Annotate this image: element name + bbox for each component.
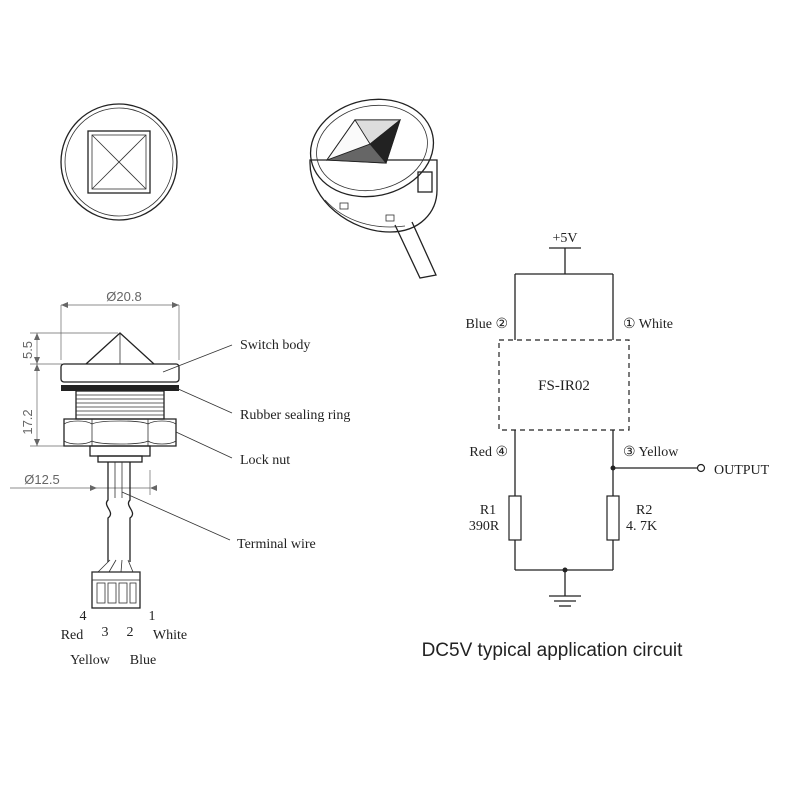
dim-body-height-label: 17.2 [20, 409, 35, 434]
pin1-label: ① White [623, 317, 673, 332]
resistor-r2 [606, 495, 620, 541]
top-view-outer-circle [60, 103, 178, 221]
circuit-caption: DC5V typical application circuit [422, 640, 684, 661]
supply-label: +5V [552, 231, 577, 246]
top-view [60, 103, 178, 221]
r2-name: R2 [636, 503, 652, 518]
pin3-color: Yellow [70, 653, 111, 668]
connector-pins [96, 582, 137, 604]
side-wire-fanout [97, 559, 134, 573]
pin4-color: Red [61, 628, 84, 643]
top-view-lens-inner [91, 134, 147, 190]
side-thread-lines [76, 394, 164, 416]
dim-wire-diameter-label: Ø12.5 [24, 472, 59, 487]
r1-value: 390R [469, 519, 500, 534]
side-lock-nut [63, 418, 177, 447]
iso-lens-face-left [325, 119, 371, 161]
iso-nut-line [324, 199, 406, 228]
pin2-color: Blue [130, 653, 156, 668]
output-label: OUTPUT [714, 463, 770, 478]
iso-tab [417, 171, 433, 193]
side-rubber-ring [61, 385, 179, 391]
pin4-number: 4 [80, 609, 87, 624]
r1-name: R1 [480, 503, 496, 518]
circuit: +5V FS-IR02 Blue ② ① White Red ④ ③ Yello… [422, 231, 770, 661]
output-terminal [696, 463, 706, 473]
iso-body [309, 159, 438, 233]
nut-chamfer-top [63, 420, 177, 425]
module-box [498, 339, 630, 431]
iso-notch-2 [385, 214, 395, 222]
module-label: FS-IR02 [538, 378, 590, 394]
pin4-label: Red ④ [469, 445, 508, 460]
iso-top-disc-inner [316, 104, 428, 192]
top-view-inner-circle [64, 107, 174, 217]
callout-lock-nut: Lock nut [240, 453, 290, 468]
callout-switch-body: Switch body [240, 338, 310, 353]
callout-rubber-ring: Rubber sealing ring [240, 408, 350, 423]
r2-value: 4. 7K [626, 519, 657, 534]
side-wire-left [105, 462, 112, 562]
ground-symbol [549, 595, 581, 607]
side-wire-right [127, 462, 134, 562]
side-neck [97, 455, 143, 463]
isometric-view [309, 98, 438, 279]
pin2-label: Blue ② [466, 317, 509, 332]
side-switch-body [60, 363, 180, 383]
pin1-color: White [153, 628, 187, 643]
pin3-number: 3 [102, 625, 109, 640]
callout-terminal-wire: Terminal wire [237, 537, 316, 552]
side-view: Ø20.8 5.5 17.2 Ø12.5 [10, 289, 350, 668]
pin2-number: 2 [127, 625, 134, 640]
dim-diameter-label: Ø20.8 [106, 289, 141, 304]
pin1-number: 1 [149, 609, 156, 624]
iso-wire [394, 221, 437, 279]
dim-top-height-label: 5.5 [20, 341, 35, 359]
leader-lines [121, 344, 233, 541]
resistor-r1 [508, 495, 522, 541]
nut-chamfer-bottom [63, 440, 177, 445]
lens-diagonal-2 [91, 134, 147, 190]
top-view-lens-square [87, 130, 151, 194]
side-thread-bottom [89, 445, 151, 457]
iso-top-disc [309, 98, 435, 198]
iso-notch-1 [339, 202, 349, 210]
connector-top-band [91, 571, 141, 581]
pin3-label: ③ Yellow [623, 445, 679, 460]
